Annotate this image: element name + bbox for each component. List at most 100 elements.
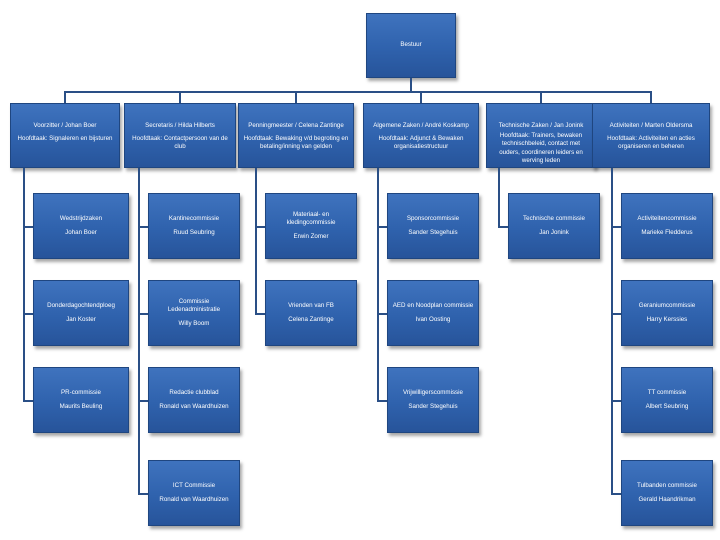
committee-connector — [498, 226, 508, 228]
committee-person: Johan Boer — [65, 228, 97, 236]
committee-spine — [255, 168, 257, 313]
department-title: Voorzitter / Johan Boer — [33, 122, 97, 129]
committee-name: Commissie Ledenadministratie — [167, 298, 221, 314]
committee-name: Kantinecommissie — [168, 215, 220, 223]
root-label: Bestuur — [400, 41, 422, 49]
department-bus-line — [65, 91, 651, 93]
committee-connector — [255, 313, 265, 315]
committee-name: Donderdagochtendploeg — [47, 302, 115, 310]
committee-name: Tulbanden commissie — [637, 482, 697, 490]
department-connector — [295, 91, 297, 103]
committee-connector — [138, 400, 148, 402]
committee-connector — [377, 313, 387, 315]
committee-connector — [23, 226, 33, 228]
committee-name: ICT Commissie — [172, 482, 216, 490]
committee-name: Geraniumcommissie — [638, 302, 696, 310]
committee-connector — [138, 226, 148, 228]
committee-person: Sander Stegehuis — [408, 402, 458, 410]
department-task: Hoofdtaak: Signaleren en bijsturen — [17, 135, 113, 143]
committee-person: Ronald van Waardhuizen — [159, 402, 229, 410]
committee-connector — [377, 226, 387, 228]
committee-name: Technische commissie — [523, 215, 585, 223]
department-connector — [650, 91, 652, 103]
committee-connector — [255, 226, 265, 228]
department-task: Hoofdtaak: Contactpersoon van de club — [132, 135, 228, 151]
committee-person: Ronald van Waardhuizen — [159, 495, 229, 503]
department-task: Hoofdtaak: Activiteiten en acties organi… — [607, 135, 695, 151]
committee-connector — [138, 313, 148, 315]
committee-name: Vrienden van FB — [288, 302, 334, 310]
root-connector — [410, 78, 412, 91]
committee-name: Activiteitencommissie — [637, 215, 697, 223]
committee-person: Ruud Seubring — [173, 228, 215, 236]
committee-name: Redactie clubblad — [169, 389, 219, 397]
committee-person: Erwin Zomer — [293, 232, 329, 240]
committee-name: Materiaal- en kledingcommissie — [286, 211, 336, 227]
committee-name: AED en Noodplan commissie — [392, 302, 474, 310]
committee-name: PR-commissie — [61, 389, 101, 397]
department-title: Secretaris / Hilda Hilberts — [145, 122, 215, 129]
department-task: Hoofdtaak: Adjunct & Bewaken organisatie… — [378, 135, 464, 151]
committee-person: Albert Seubring — [645, 402, 689, 410]
department-connector — [420, 91, 422, 103]
committee-connector — [23, 400, 33, 402]
committee-connector — [611, 400, 621, 402]
committee-person: Harry Kerssies — [646, 315, 688, 323]
department-title: Activiteiten / Marten Oldersma — [609, 122, 693, 129]
committee-person: Jan Koster — [66, 315, 96, 323]
committee-connector — [23, 313, 33, 315]
committee-connector — [611, 493, 621, 495]
committee-person: Willy Boom — [178, 319, 210, 327]
committee-connector — [377, 400, 387, 402]
committee-person: Jan Jonink — [539, 228, 569, 236]
committee-name: Vrijwilligerscommissie — [403, 389, 463, 397]
committee-spine — [377, 168, 379, 400]
committee-name: TT commissie — [647, 389, 687, 397]
committee-person: Gerald Haandrikman — [638, 495, 696, 503]
committee-spine — [138, 168, 140, 493]
department-task: Hoofdtaak: Bewaking v/d begroting en bet… — [243, 135, 349, 151]
committee-name: Wedstrijdzaken — [59, 215, 103, 223]
department-title: Algemene Zaken / André Koskamp — [373, 122, 469, 129]
committee-person: Sander Stegehuis — [408, 228, 458, 236]
department-title: Penningmeester / Celena Zantinge — [248, 122, 344, 129]
committee-connector — [138, 493, 148, 495]
committee-spine — [611, 168, 613, 493]
committee-box: Vrienden van FB Celena Zantinge — [265, 280, 357, 346]
committee-connector — [611, 313, 621, 315]
committee-name: Sponsorcommissie — [406, 215, 460, 223]
department-connector — [64, 91, 66, 103]
committee-spine — [23, 168, 25, 400]
department-connector — [179, 91, 181, 103]
committee-person: Celena Zantinge — [288, 315, 334, 323]
committee-person: Ivan Oosting — [415, 315, 451, 323]
root-box-bestuur: Bestuur — [366, 13, 456, 78]
department-connector — [540, 91, 542, 103]
department-task: Hoofdtaak: Trainers, bewaken technischbe… — [499, 132, 583, 164]
committee-person: Marieke Fledderus — [641, 228, 693, 236]
department-title: Technische Zaken / Jan Jonink — [498, 122, 584, 129]
committee-connector — [611, 226, 621, 228]
